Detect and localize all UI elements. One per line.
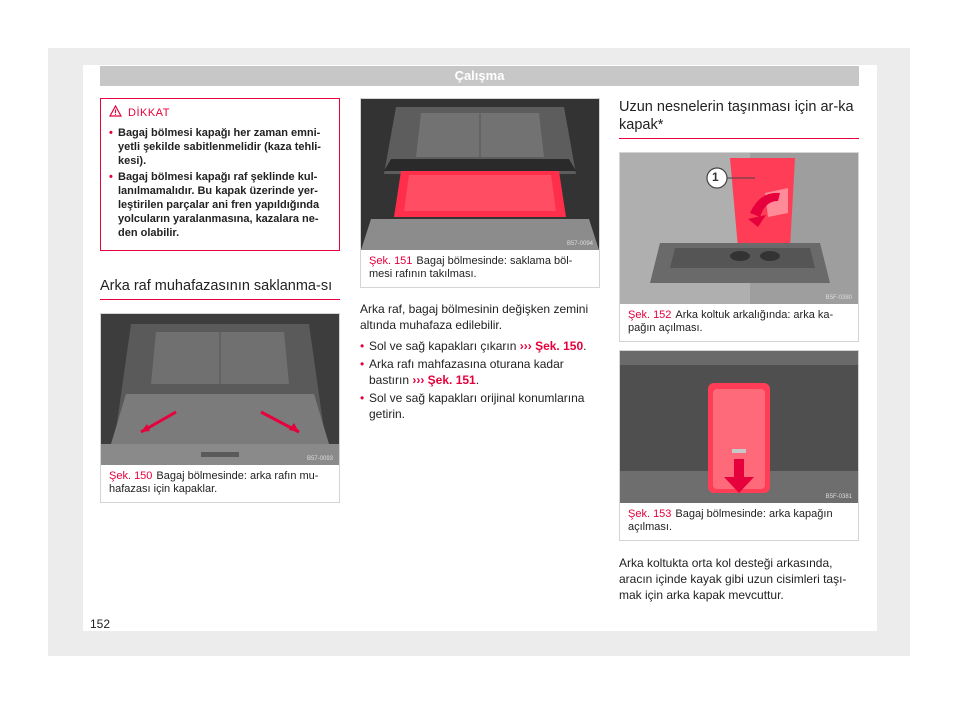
- figure-153-image: B5F-0381: [620, 351, 858, 503]
- list-item: • Arka rafı mahfazasına oturana kadar ba…: [360, 356, 600, 388]
- bullet-icon: •: [360, 391, 365, 405]
- warning-triangle-icon: [108, 104, 123, 120]
- bullet-icon: •: [360, 357, 365, 371]
- col3-text: Arka koltukta orta kol desteği arkasında…: [619, 556, 847, 602]
- warning-item-text: Bagaj bölmesi kapağı her zaman emni-yetl…: [118, 127, 321, 167]
- section-title-long-objects: Uzun nesnelerin taşınması için ar-ka kap…: [619, 98, 859, 139]
- figure-151-image: B57-0094: [361, 99, 599, 250]
- list-item: • Sol ve sağ kapakları çıkarın ››› Şek. …: [360, 338, 600, 354]
- figure-152-text: Arka koltuk arkalığında: arka ka-pağın a…: [628, 309, 834, 334]
- warning-box: DİKKAT • Bagaj bölmesi kapağı her zaman …: [100, 98, 340, 251]
- figure-151-code: B57-0094: [566, 241, 593, 247]
- figure-150-image: B57-0093: [101, 314, 339, 465]
- col2-intro: Arka raf, bagaj bölmesinin değişken zemi…: [360, 302, 589, 332]
- column-1: DİKKAT • Bagaj bölmesi kapağı her zaman …: [100, 98, 340, 503]
- list-item: • Sol ve sağ kapakları orijinal konumlar…: [360, 390, 600, 422]
- figure-151-number: Şek. 151: [369, 255, 413, 267]
- figure-reference-link[interactable]: ››› Şek. 150: [519, 339, 584, 353]
- list-item-end: .: [475, 373, 480, 387]
- list-item-text: Arka rafı mahfazasına oturana kadar bast…: [369, 357, 564, 387]
- warning-item: • Bagaj bölmesi kapağı her zaman emni-ye…: [109, 126, 331, 168]
- figure-150-number: Şek. 150: [109, 470, 153, 482]
- warning-title: DİKKAT: [108, 104, 331, 120]
- figure-152-number: Şek. 152: [628, 309, 672, 321]
- warning-label: DİKKAT: [128, 106, 170, 119]
- section-title-rack-storage: Arka raf muhafazasının saklanma-sı: [100, 277, 340, 300]
- bullet-icon: •: [109, 171, 113, 183]
- figure-150-text: Bagaj bölmesinde: arka rafın mu-hafazası…: [109, 470, 319, 495]
- bullet-icon: •: [360, 339, 365, 353]
- figure-reference-link[interactable]: ››› Şek. 151: [412, 373, 476, 387]
- figure-152-image: 1 B5F-0380: [620, 153, 858, 304]
- chapter-header: Çalışma: [100, 66, 859, 86]
- list-item-text: Sol ve sağ kapakları orijinal konumların…: [369, 391, 585, 421]
- figure-153-text: Bagaj bölmesinde: arka kapağın açılması.: [628, 508, 833, 533]
- column-3: Uzun nesnelerin taşınması için ar-ka kap…: [619, 98, 859, 603]
- list-item-text: Sol ve sağ kapakları çıkarın: [369, 339, 520, 353]
- list-item-end: .: [583, 339, 587, 353]
- figure-151-text: Bagaj bölmesinde: saklama böl-mesi rafın…: [369, 255, 573, 280]
- warning-item-text: Bagaj bölmesi kapağı raf şeklinde kul-la…: [118, 171, 320, 239]
- page-number: 152: [90, 617, 111, 631]
- chapter-title: Çalışma: [454, 68, 505, 83]
- figure-153-code: B5F-0381: [825, 494, 852, 500]
- figure-152-code: B5F-0380: [825, 295, 852, 301]
- bullet-icon: •: [109, 127, 113, 139]
- warning-item: • Bagaj bölmesi kapağı raf şeklinde kul-…: [109, 170, 331, 240]
- figure-153-number: Şek. 153: [628, 508, 672, 520]
- figure-150-code: B57-0093: [306, 456, 333, 462]
- callout-number: 1: [712, 170, 719, 184]
